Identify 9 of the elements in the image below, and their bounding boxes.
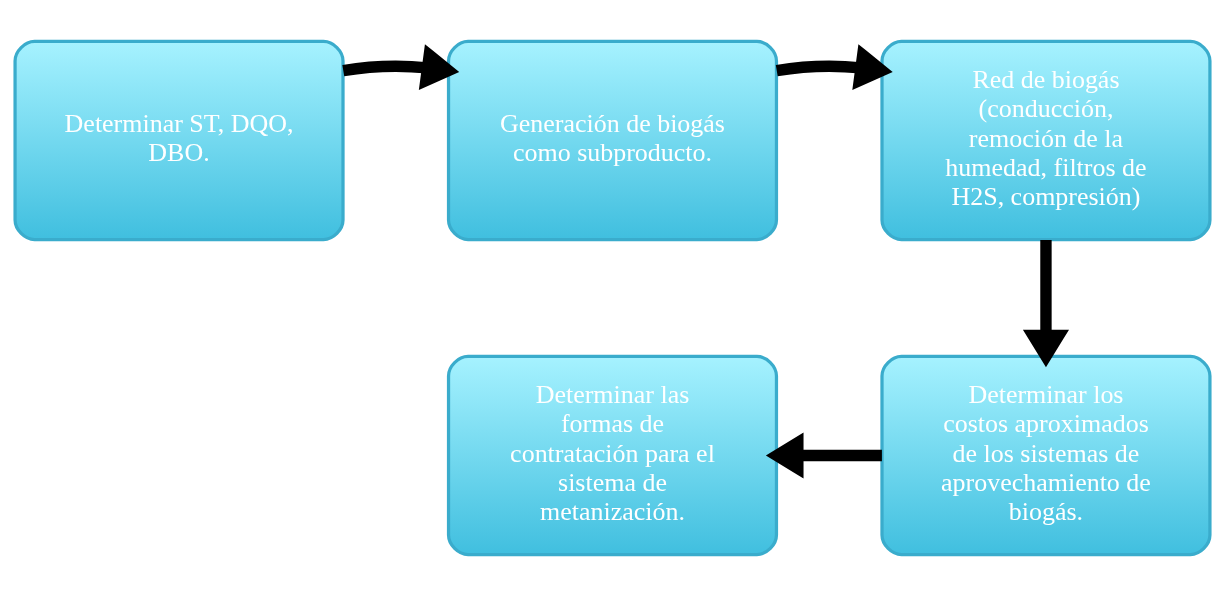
node-box: Determinar los costos aproximados de los sistemas de aprovechamiento de biogás. (880, 354, 1212, 557)
node-box: Red de biogás (conducción, remoción de la humedad, filtros de H2S, compresión) (880, 39, 1212, 242)
node-box: Generación de biogás como subproducto. (446, 39, 779, 242)
arrow (775, 44, 893, 90)
arrow (342, 44, 460, 90)
arrow (1022, 239, 1070, 368)
node-box: Determinar las formas de contratación para el sistema de metanización. (446, 354, 779, 557)
arrow (765, 432, 882, 479)
node-box: Determinar ST, DQO, DBO. (13, 39, 345, 242)
